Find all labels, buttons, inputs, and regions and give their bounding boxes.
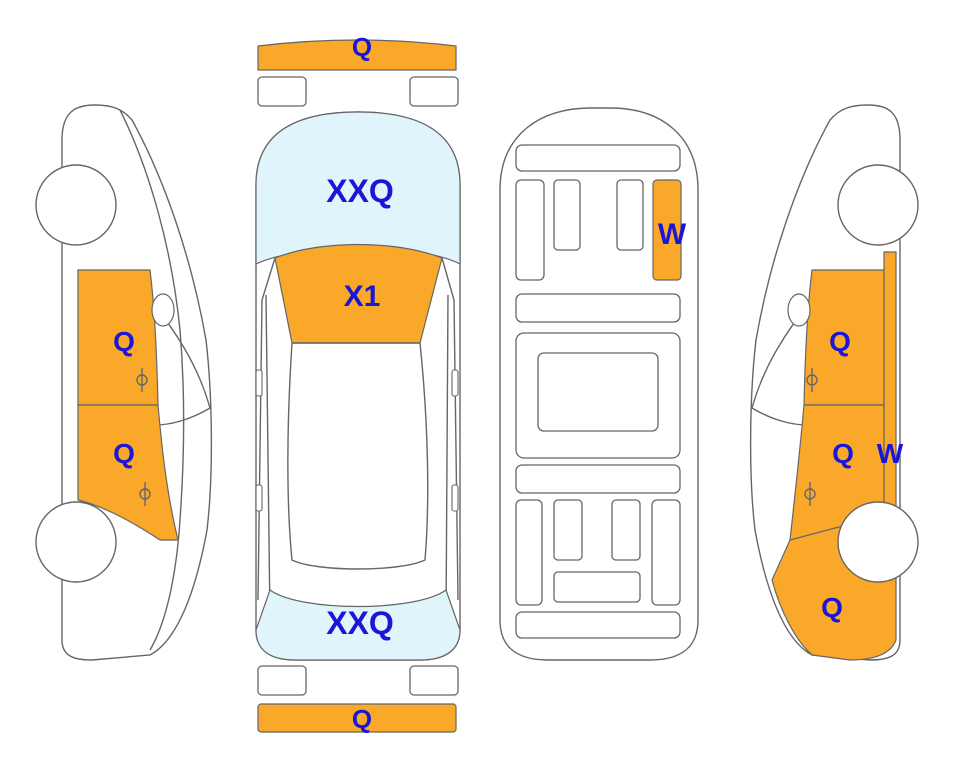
windshield-label: XXQ: [326, 173, 394, 209]
rear-window-label: XXQ: [326, 605, 394, 641]
underside-view: W: [499, 107, 699, 661]
left-front-door-panel[interactable]: [77, 404, 179, 541]
front-right-headlight: [409, 76, 459, 107]
left-front-door-handle-icon: [139, 482, 151, 506]
hood-label: X1: [344, 280, 381, 313]
front-bumper-panel[interactable]: [257, 39, 457, 71]
left-rear-door-handle-icon: [136, 368, 148, 392]
rear-bumper-label: Q: [352, 704, 372, 734]
right-side-view: Q Q W Q: [749, 104, 919, 661]
rear-bumper-panel[interactable]: [257, 703, 457, 733]
rear-left-taillight: [257, 665, 307, 696]
left-front-door-label: Q: [113, 438, 135, 469]
right-pillar-panel[interactable]: [883, 251, 897, 516]
left-rear-wheel: [35, 164, 117, 246]
underside-floor-panel[interactable]: [652, 179, 682, 281]
right-quarter-panel-label: Q: [821, 592, 843, 623]
right-pillar-label: W: [877, 438, 904, 469]
underside-floor-label: W: [658, 218, 687, 251]
left-side-mirror: [151, 293, 175, 327]
top-view: Q XXQ X1 XXQ Q: [255, 32, 461, 734]
right-front-wheel: [837, 164, 919, 246]
right-side-mirror: [787, 293, 811, 327]
right-rear-door-handle-icon: [804, 482, 816, 506]
right-front-door-label: Q: [829, 326, 851, 357]
left-rear-door-label: Q: [113, 326, 135, 357]
hood-panel[interactable]: [274, 243, 443, 344]
right-side-body-outline: [749, 104, 901, 661]
rear-right-taillight: [409, 665, 459, 696]
left-front-wheel: [35, 501, 117, 583]
left-side-view: Q Q: [35, 104, 213, 661]
top-roof-outline: [287, 342, 429, 570]
right-front-door-handle-icon: [806, 368, 818, 392]
left-side-roof-line: [119, 109, 185, 651]
front-bumper-label: Q: [352, 32, 372, 62]
right-rear-door-label: Q: [832, 438, 854, 469]
rear-window-glass[interactable]: [255, 589, 461, 661]
front-left-headlight: [257, 76, 307, 107]
underside-body-outline: [499, 107, 699, 661]
left-side-body-outline: [61, 104, 213, 661]
right-rear-wheel: [837, 501, 919, 583]
